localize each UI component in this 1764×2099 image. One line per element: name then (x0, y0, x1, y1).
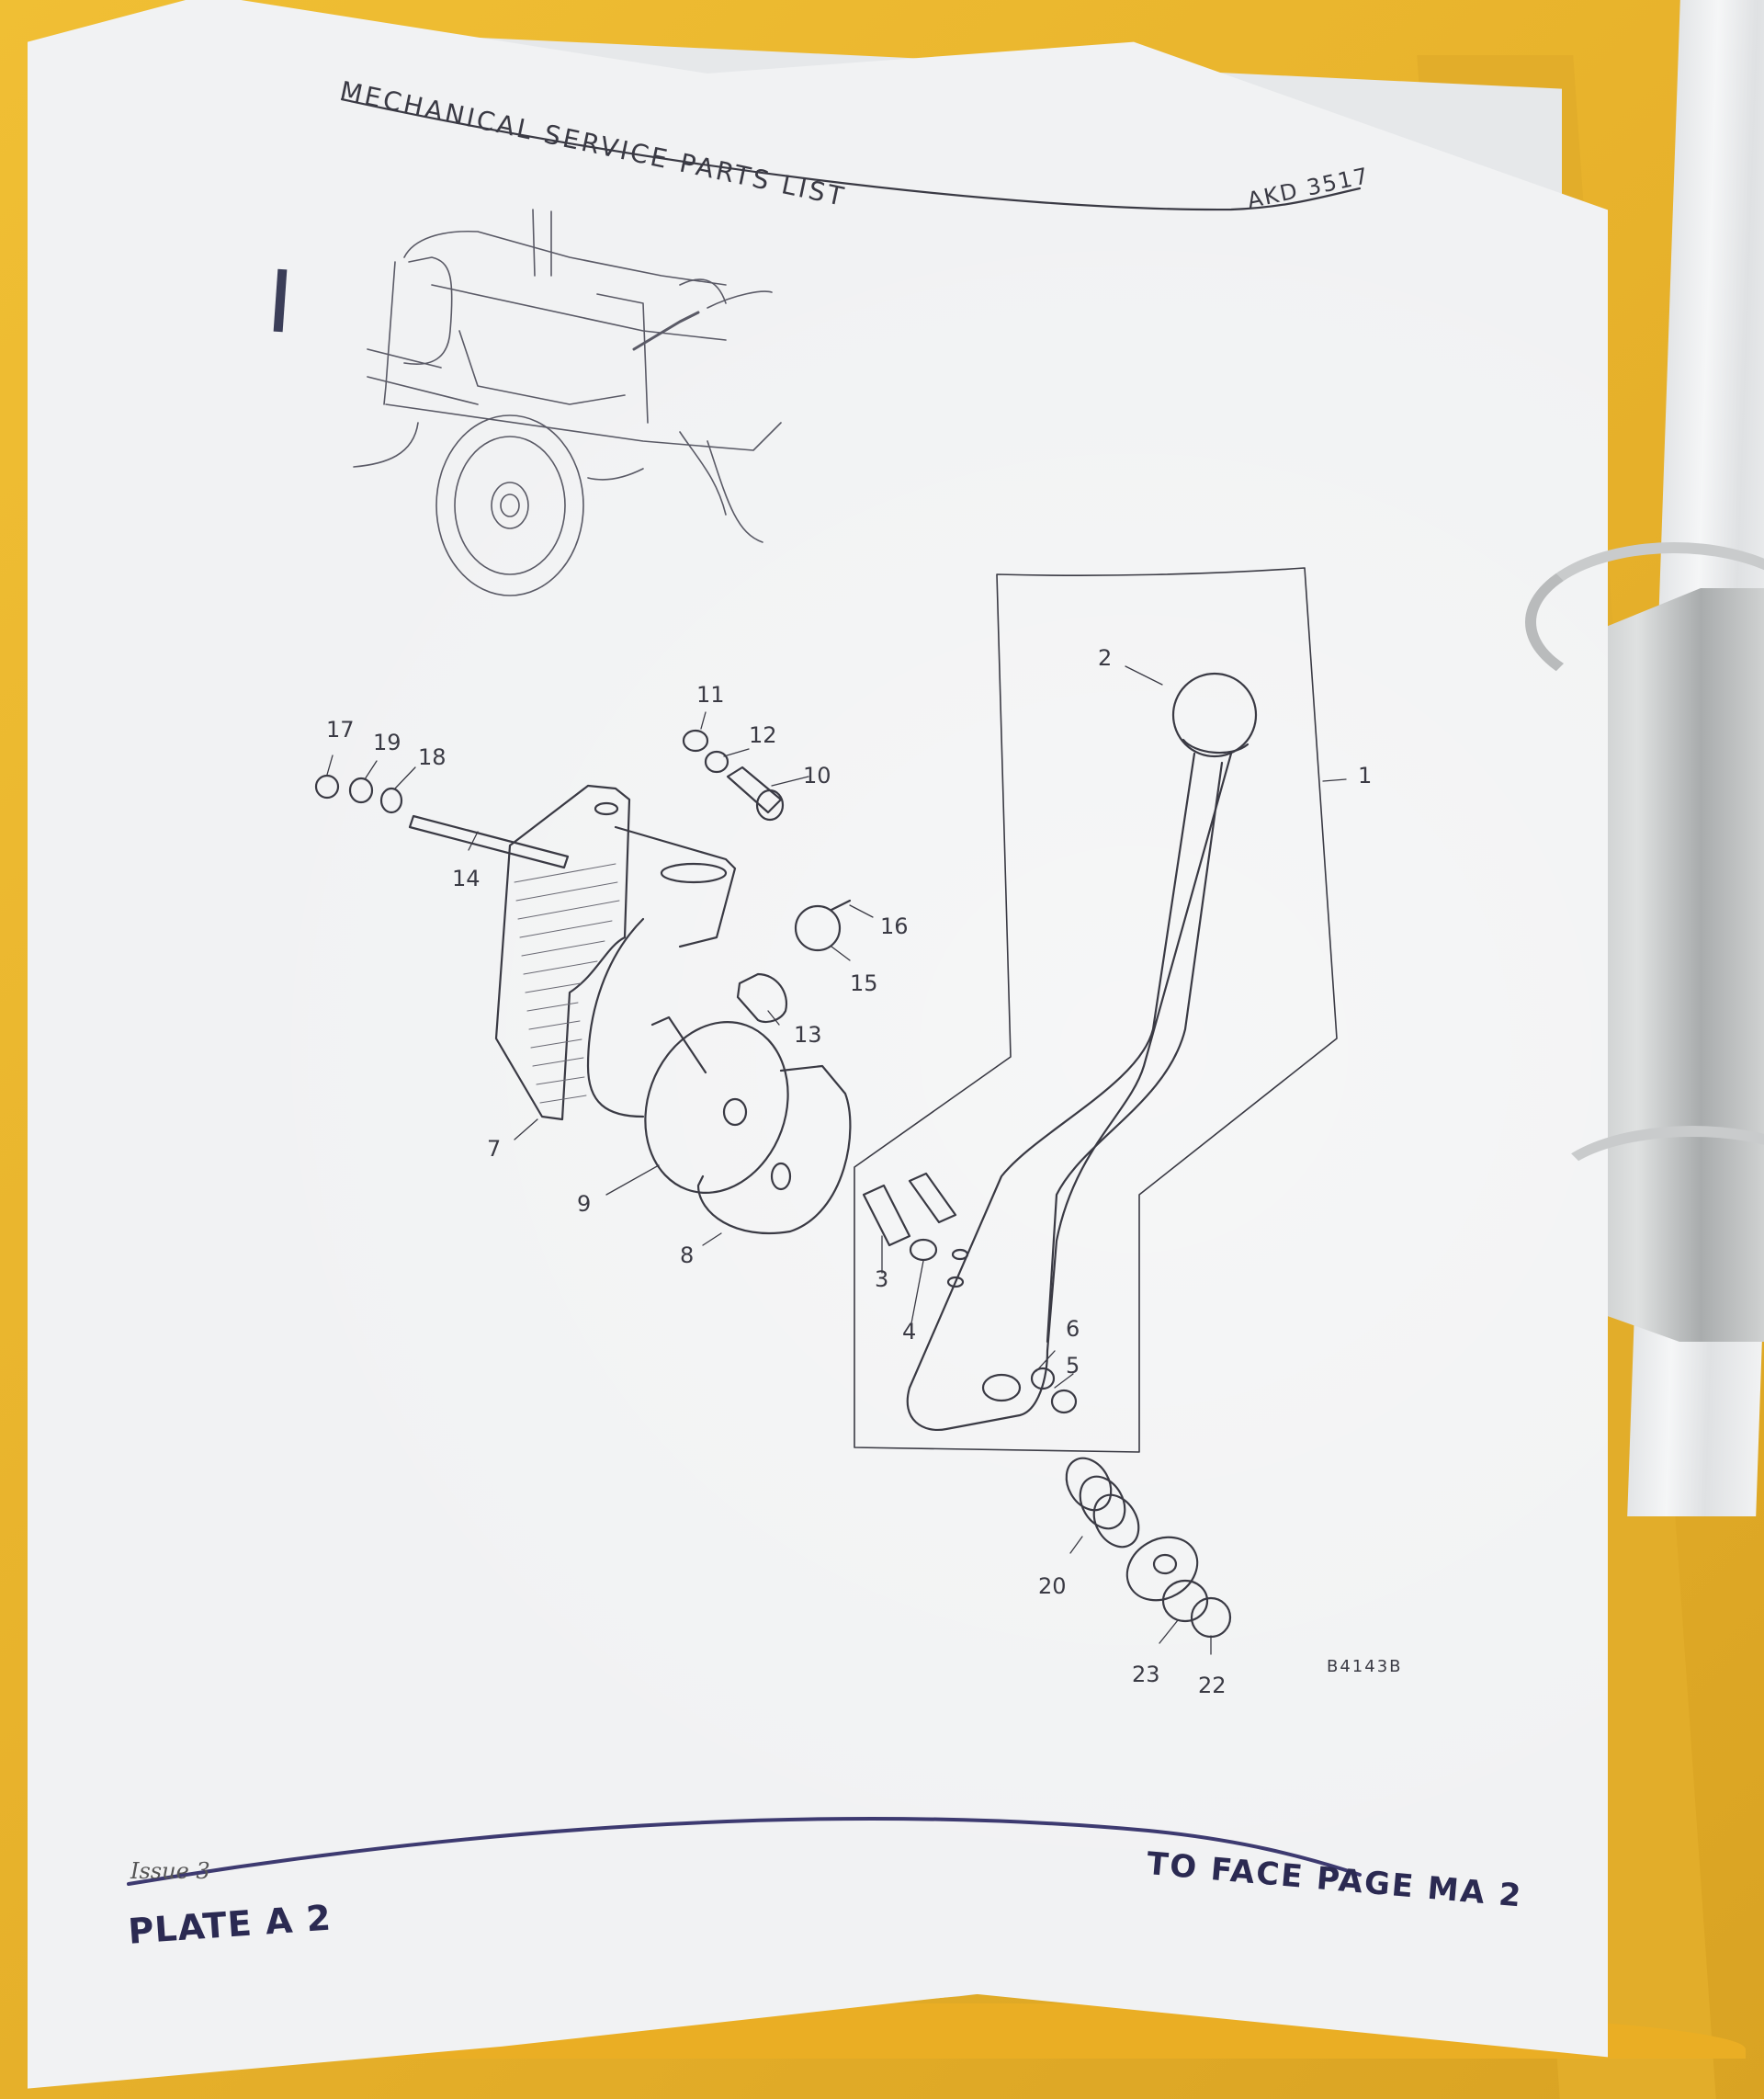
washer-part-11 (682, 729, 709, 753)
callout-14: 14 (452, 866, 481, 891)
callout-12: 12 (749, 722, 777, 748)
knob-part-15 (794, 904, 842, 952)
lever-assembly-frame (854, 567, 1338, 1453)
callout-2: 2 (1098, 645, 1113, 671)
callout-7: 7 (487, 1136, 502, 1162)
callout-15: 15 (850, 970, 878, 996)
callout-4: 4 (902, 1319, 917, 1344)
callout-5: 5 (1066, 1353, 1080, 1379)
callout-17: 17 (326, 717, 355, 743)
washer-part-6 (1030, 1367, 1056, 1390)
stud-part-14 (408, 814, 570, 869)
pin-part (908, 1172, 957, 1224)
callout-6: 6 (1066, 1316, 1080, 1342)
disc-part-9 (644, 1021, 789, 1194)
gear-lever-part-1 (906, 672, 1258, 1431)
issue-label: Issue 3 (130, 1858, 210, 1884)
washer-part-19 (348, 777, 374, 804)
callout-9: 9 (577, 1191, 592, 1217)
callout-8: 8 (680, 1242, 695, 1268)
washer-part-12 (704, 750, 729, 774)
callout-11: 11 (696, 682, 725, 708)
plug-part-13 (736, 972, 788, 1024)
callout-22: 22 (1198, 1673, 1227, 1698)
header-rule (340, 97, 1362, 211)
callout-19: 19 (373, 730, 401, 755)
callout-3: 3 (875, 1266, 889, 1292)
callout-13: 13 (794, 1022, 822, 1048)
pin-part-16 (830, 899, 852, 912)
washer-part-23 (1161, 1579, 1209, 1623)
nut-part-17 (314, 774, 340, 800)
callout-10: 10 (803, 763, 831, 789)
bracket-part-7 (494, 784, 737, 1121)
spring-part-20 (1065, 1457, 1140, 1549)
callout-23: 23 (1132, 1662, 1160, 1687)
spindle-part (650, 1015, 707, 1074)
drawing-reference-code: B4143B (1327, 1657, 1403, 1676)
tractor-location-sketch (353, 209, 782, 596)
nut-part-5 (1050, 1389, 1078, 1414)
callout-18: 18 (418, 744, 447, 770)
parts-list-page (28, 0, 1608, 2089)
washer-part-4 (909, 1238, 938, 1262)
callout-1: 1 (1358, 763, 1373, 789)
washer-part-18 (379, 787, 403, 814)
callout-16: 16 (880, 913, 909, 939)
bolt-part-3 (862, 1184, 911, 1247)
callout-20: 20 (1038, 1573, 1067, 1599)
plate-part-8 (696, 1064, 852, 1234)
rubber-washer (1125, 1536, 1199, 1602)
